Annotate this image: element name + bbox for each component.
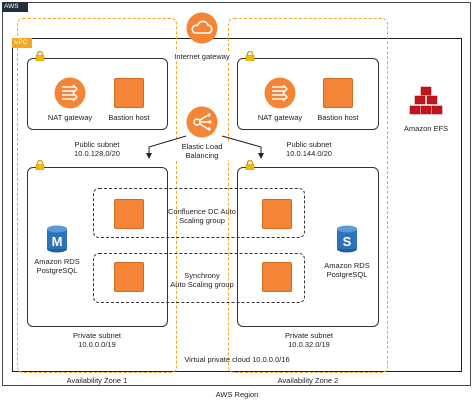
- public-subnet-left-cidr: 10.0.128.0/20: [74, 149, 120, 158]
- elb-label-line1: Elastic Load: [172, 142, 232, 151]
- rds-left-icon: [47, 225, 67, 253]
- aws-region-container: [2, 2, 471, 386]
- availability-zone-2: [228, 18, 388, 373]
- availability-zone-2-label: Availability Zone 2: [277, 376, 339, 385]
- elb-label-line2: Balancing: [172, 151, 232, 160]
- rds-left-letter: M: [51, 234, 63, 249]
- efs-label: Amazon EFS: [403, 124, 449, 133]
- bastion-host-right-icon: [323, 78, 353, 108]
- lock-icon: [245, 51, 255, 61]
- public-subnet-left: [27, 58, 168, 130]
- vpc-tag: VPC: [12, 38, 32, 48]
- rds-right-label-line1: Amazon RDS: [324, 261, 370, 270]
- lock-icon: [35, 160, 45, 170]
- synchrony-asg-label-line1: Synchrony: [184, 271, 220, 280]
- nat-gateway-icon: [54, 77, 86, 109]
- lock-icon: [35, 51, 45, 61]
- lock-icon: [245, 160, 255, 170]
- bastion-host-left-label: Bastion host: [108, 113, 150, 122]
- internet-gateway-label: Internet gateway: [172, 52, 232, 61]
- rds-left-label-line2: PostgreSQL: [36, 266, 78, 275]
- public-subnet-right-cidr: 10.0.144.0/20: [286, 149, 332, 158]
- nat-gateway-icon: [264, 77, 296, 109]
- aws-tag: AWS: [2, 2, 28, 12]
- nat-gateway-left-label: NAT gateway: [47, 113, 93, 122]
- private-subnet-right-label: Private subnet: [285, 331, 333, 340]
- rds-right-label-line2: PostgreSQL: [326, 270, 368, 279]
- load-balancer-icon: [186, 106, 218, 138]
- public-subnet-right-label: Public subnet: [286, 140, 332, 149]
- private-subnet-left-cidr: 10.0.0.0/19: [78, 340, 116, 349]
- vpc-cidr-label: Virtual private cloud 10.0.0.0/16: [184, 355, 290, 364]
- synchrony-node-right-icon: [262, 262, 292, 292]
- synchrony-node-left-icon: [114, 262, 144, 292]
- availability-zone-1: [17, 18, 177, 373]
- confluence-node-right-icon: [262, 199, 292, 229]
- confluence-asg-label-line1: Confluence DC Auto: [168, 207, 236, 216]
- efs-icon: [409, 86, 443, 115]
- vpc-container: [12, 38, 462, 372]
- internet-gateway-icon: [186, 12, 218, 44]
- public-subnet-left-label: Public subnet: [74, 140, 120, 149]
- synchrony-asg: [93, 253, 305, 303]
- confluence-asg-label-line2: Scaling group: [179, 216, 225, 225]
- private-subnet-right: [237, 167, 379, 327]
- private-subnet-left-label: Private subnet: [73, 331, 121, 340]
- bastion-host-left-icon: [114, 78, 144, 108]
- nat-gateway-right-label: NAT gateway: [257, 113, 303, 122]
- confluence-node-left-icon: [114, 199, 144, 229]
- synchrony-asg-label-line2: Auto Scaling group: [170, 280, 234, 289]
- rds-right-letter: S: [342, 234, 352, 249]
- aws-region-label: AWS Region: [215, 390, 259, 399]
- private-subnet-left: [27, 167, 168, 327]
- bastion-host-right-label: Bastion host: [317, 113, 359, 122]
- private-subnet-right-cidr: 10.0.32.0/19: [288, 340, 330, 349]
- rds-left-label-line1: Amazon RDS: [34, 257, 80, 266]
- confluence-asg: [93, 188, 305, 238]
- public-subnet-right: [237, 58, 379, 130]
- availability-zone-1-label: Availability Zone 1: [66, 376, 128, 385]
- rds-right-icon: [337, 225, 357, 253]
